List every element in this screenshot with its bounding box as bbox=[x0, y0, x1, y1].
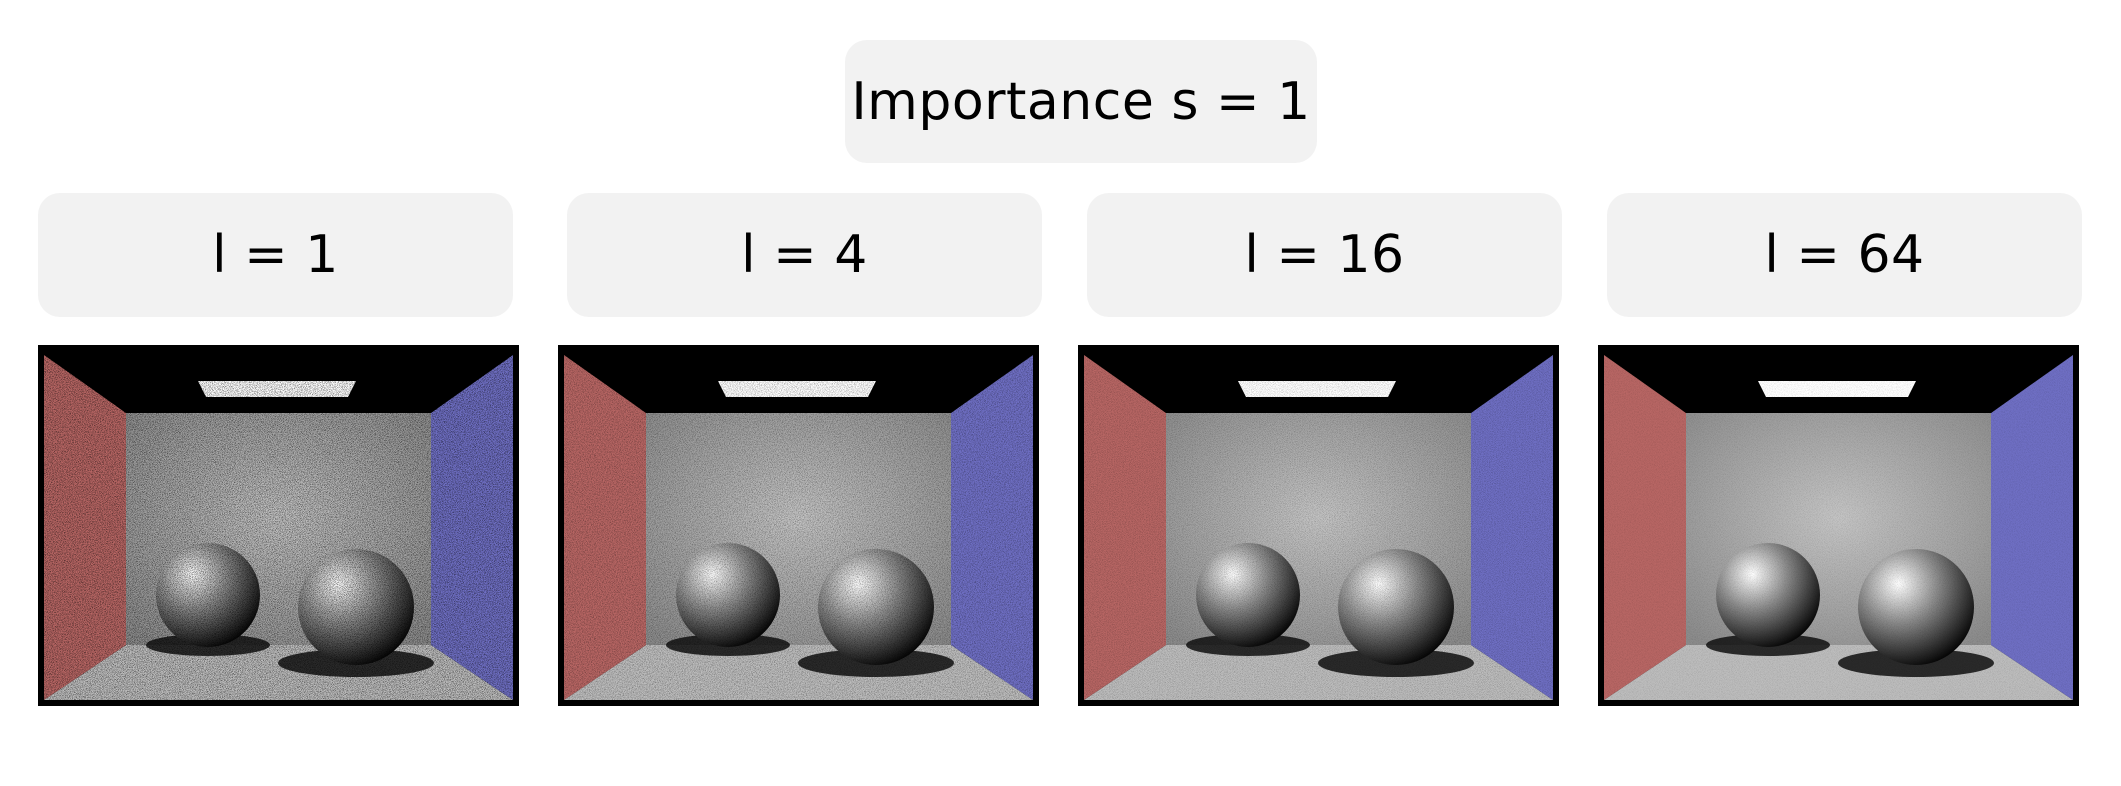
column-label-2: l = 4 bbox=[567, 193, 1042, 317]
column-label-4: l = 64 bbox=[1607, 193, 2082, 317]
column-label-text: l = 1 bbox=[212, 225, 339, 285]
cornell-box-render bbox=[1598, 345, 2079, 706]
column-label-1: l = 1 bbox=[38, 193, 513, 317]
column-label-text: l = 16 bbox=[1244, 225, 1405, 285]
render-panel-2 bbox=[558, 345, 1039, 706]
column-label-text: l = 4 bbox=[741, 225, 868, 285]
column-label-3: l = 16 bbox=[1087, 193, 1562, 317]
render-panel-1 bbox=[38, 345, 519, 706]
cornell-box-render bbox=[558, 345, 1039, 706]
render-panel-4 bbox=[1598, 345, 2079, 706]
render-panel-3 bbox=[1078, 345, 1559, 706]
title-text: Importance s = 1 bbox=[851, 71, 1311, 132]
cornell-box-render bbox=[38, 345, 519, 706]
cornell-box-render bbox=[1078, 345, 1559, 706]
column-label-text: l = 64 bbox=[1764, 225, 1925, 285]
title-label: Importance s = 1 bbox=[845, 40, 1317, 163]
